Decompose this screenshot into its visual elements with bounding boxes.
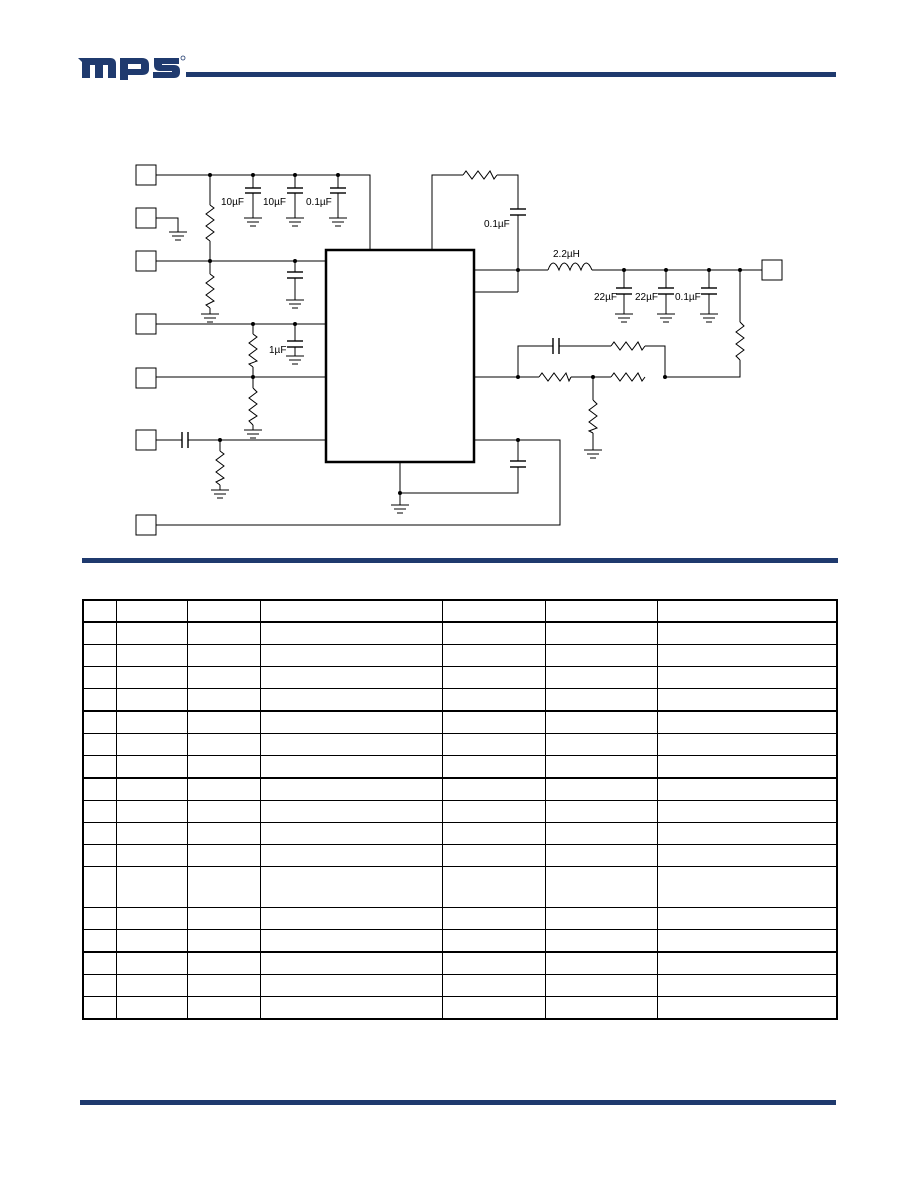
table-row — [83, 907, 838, 930]
terminal-3 — [135, 313, 157, 335]
table-row — [83, 733, 838, 756]
table-row — [83, 800, 838, 823]
table-row — [83, 929, 838, 953]
resistor — [538, 371, 572, 383]
table-row — [83, 974, 838, 997]
typical-application-schematic: 10µF 10µF 0.1µF 0.1µF 2.2µH 22µF 22µF 0.… — [135, 164, 783, 536]
resistor — [735, 321, 745, 361]
label-c-out3: 0.1µF — [675, 292, 701, 303]
table-row — [83, 844, 838, 867]
label-c-in1: 10µF — [221, 197, 244, 208]
label-c-out1: 22µF — [594, 292, 617, 303]
label-inductor: 2.2µH — [553, 249, 580, 260]
label-c-boot: 0.1µF — [484, 219, 510, 230]
table-row — [83, 755, 838, 779]
table-row — [83, 666, 838, 689]
label-c-vcc: 1µF — [269, 345, 286, 356]
terminal-vout — [761, 259, 783, 281]
label-c-in2: 10µF — [263, 197, 286, 208]
inductor — [547, 262, 593, 272]
table-row — [83, 622, 838, 645]
resistor — [205, 273, 215, 309]
mps-logo — [78, 55, 186, 80]
terminal-4 — [135, 367, 157, 389]
resistor — [587, 399, 599, 434]
table-row — [83, 996, 838, 1020]
table-row — [83, 866, 838, 908]
terminal-gnd — [135, 207, 157, 229]
ground-symbol — [169, 193, 718, 514]
table-row — [83, 778, 838, 801]
section-rule — [82, 558, 838, 563]
resistor — [247, 333, 259, 368]
resistor — [248, 387, 258, 426]
terminal-en — [135, 250, 157, 272]
label-c-in3: 0.1µF — [306, 197, 332, 208]
table-row — [83, 952, 838, 975]
table-row — [83, 644, 838, 667]
resistor — [205, 204, 215, 242]
resistor — [215, 450, 225, 486]
ic-body — [324, 248, 476, 464]
table-row — [83, 711, 838, 734]
header-rule — [186, 72, 836, 77]
resistor — [610, 372, 646, 382]
terminal-5 — [135, 429, 157, 451]
resistor — [610, 341, 646, 351]
bill-of-materials-table — [82, 599, 838, 1020]
resistor — [462, 170, 498, 180]
label-c-out2: 22µF — [635, 292, 658, 303]
table-header-row — [83, 600, 838, 623]
footer-rule — [80, 1100, 836, 1105]
table-row — [83, 688, 838, 712]
table-row — [83, 822, 838, 845]
terminal-vin — [135, 164, 157, 186]
terminal-6 — [135, 514, 157, 536]
capacitor — [181, 187, 717, 468]
